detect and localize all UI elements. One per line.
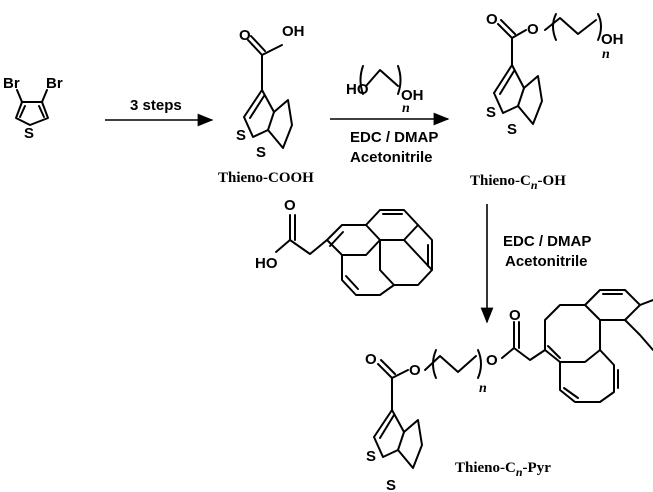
atom-o-ester-3: O: [527, 21, 539, 38]
reaction-arrow-3: EDC / DMAP Acetonitrile: [480, 204, 591, 324]
atom-ho-pyr: HO: [255, 255, 278, 272]
reagent-n: n: [402, 101, 410, 116]
label-thieno-cn-pyr: Thieno-Cn-Pyr: [455, 460, 551, 479]
atom-s: S: [24, 125, 34, 142]
atom-n-p: n: [479, 381, 487, 396]
atom-o-carbonyl-3: O: [486, 11, 498, 28]
atom-o-ester-p1: O: [409, 362, 421, 379]
dibromothiophene: Br Br S: [3, 75, 63, 142]
label-thieno-cooh: Thieno-COOH: [218, 170, 314, 186]
atom-oh: OH: [282, 23, 305, 40]
atom-o-ester-p2: O: [486, 352, 498, 369]
atom-o-pyr: O: [284, 197, 296, 214]
atom-s-2: S: [256, 144, 266, 161]
atom-o-carbonyl-p2: O: [509, 307, 521, 324]
atom-s-1: S: [236, 127, 246, 144]
label-thieno-cn-oh: Thieno-Cn-OH: [470, 173, 566, 192]
pyrene-acetic-acid: O HO: [255, 197, 433, 296]
atom-o-carbonyl: O: [239, 27, 251, 44]
atom-oh-3: OH: [601, 31, 624, 48]
reagent-oh: OH: [401, 87, 424, 104]
thieno-cn-oh-molecule: O O OH n S S Thieno-Cn-OH: [470, 11, 624, 192]
thieno-cooh-molecule: O OH S S Thieno-COOH: [218, 23, 314, 186]
reaction-arrow-2: HO OH n EDC / DMAP Acetonitrile: [330, 65, 450, 166]
reagent-edc-dmap-1: EDC / DMAP: [350, 129, 438, 146]
reagent-acetonitrile-1: Acetonitrile: [350, 149, 433, 166]
reaction-arrow-1: 3 steps: [105, 97, 214, 127]
atom-o-carbonyl-p: O: [365, 351, 377, 368]
thieno-cn-pyr-molecule: O O n O O S S Thieno-Cn-Pyr: [365, 289, 653, 492]
atom-br-right: Br: [46, 75, 63, 92]
reagent-acetonitrile-2: Acetonitrile: [505, 253, 588, 270]
reagent-3-steps: 3 steps: [130, 97, 182, 114]
atom-n-3: n: [602, 47, 610, 62]
atom-s-pb: S: [386, 477, 396, 492]
atom-s-3b: S: [507, 121, 517, 138]
reagent-edc-dmap-2: EDC / DMAP: [503, 233, 591, 250]
atom-s-pa: S: [366, 448, 376, 465]
atom-s-3a: S: [486, 104, 496, 121]
atom-br-left: Br: [3, 75, 20, 92]
reagent-ho: HO: [346, 81, 369, 98]
